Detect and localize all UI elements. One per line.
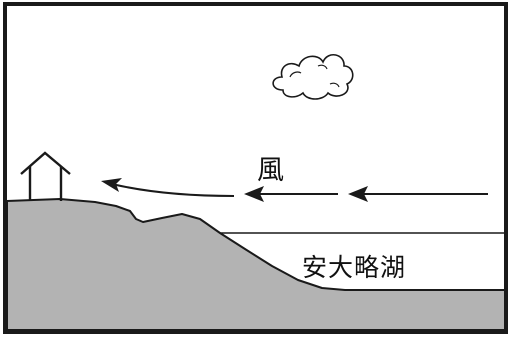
wind-arrow-left	[101, 178, 235, 197]
house-icon	[20, 151, 71, 201]
wind-label: 風	[257, 155, 284, 186]
arrow-left-icon	[244, 186, 264, 202]
cloud-icon	[272, 54, 354, 100]
wind-arrow-right	[348, 186, 488, 202]
lake-label: 安大略湖	[302, 253, 407, 282]
arrow-left-icon	[348, 186, 368, 202]
wind-arrow-middle	[244, 186, 338, 202]
ground-terrain	[6, 198, 506, 331]
arrow-left-icon	[101, 178, 122, 192]
